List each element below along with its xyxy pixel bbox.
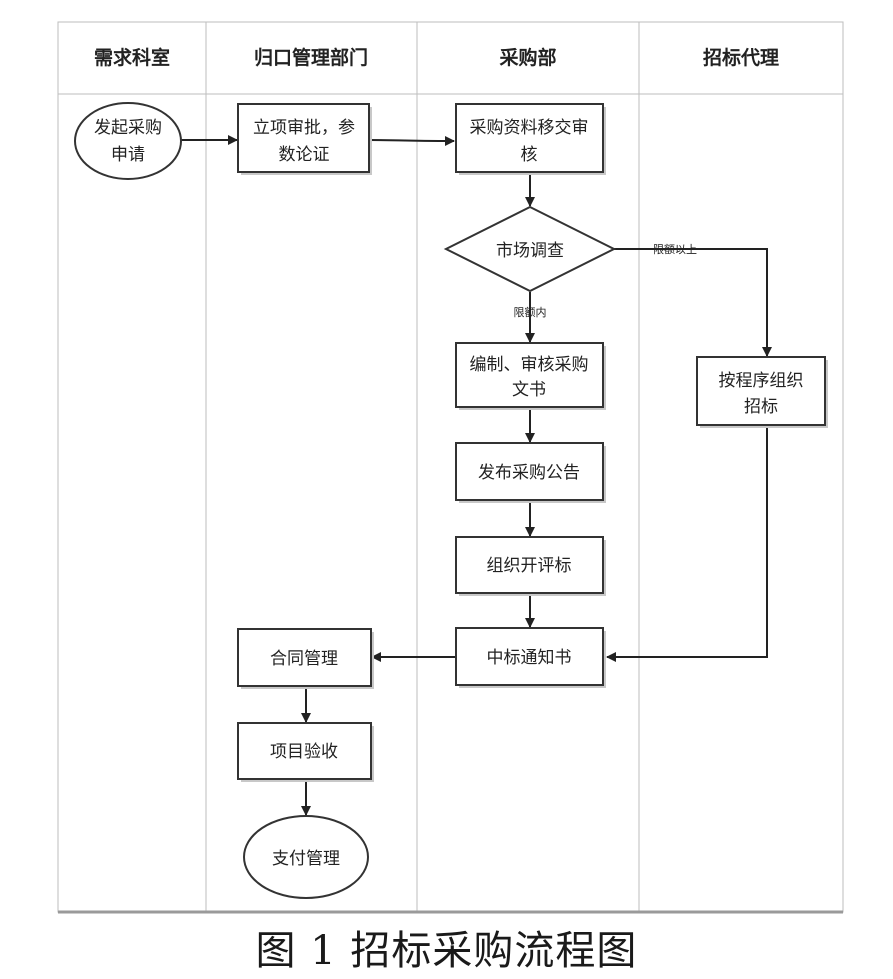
node-compile-documents: 编制、审核采购 文书 (455, 342, 606, 410)
svg-text:市场调查: 市场调查 (496, 241, 564, 261)
svg-text:中标通知书: 中标通知书 (487, 648, 572, 668)
svg-text:数论证: 数论证 (279, 145, 330, 165)
node-contract-management: 合同管理 (237, 628, 374, 689)
svg-text:立项审批，参: 立项审批，参 (253, 118, 355, 138)
svg-text:核: 核 (521, 145, 538, 165)
edge-survey-to-tender (614, 248, 772, 357)
svg-text:申请: 申请 (111, 145, 145, 165)
svg-text:招标: 招标 (744, 397, 778, 417)
node-material-transfer: 采购资料移交审 核 (455, 103, 606, 175)
lane-header-procurement-dept: 采购部 (499, 46, 556, 69)
figure-caption: 图 1 招标采购流程图 (255, 928, 638, 974)
node-project-acceptance: 项目验收 (237, 722, 374, 782)
svg-text:项目验收: 项目验收 (270, 742, 338, 762)
lane-header-management-dept: 归口管理部门 (254, 46, 368, 69)
svg-text:编制、审核采购: 编制、审核采购 (470, 355, 589, 375)
svg-text:支付管理: 支付管理 (272, 849, 340, 869)
svg-text:合同管理: 合同管理 (270, 649, 338, 669)
svg-text:发布采购公告: 发布采购公告 (478, 463, 580, 483)
svg-text:文书: 文书 (512, 380, 546, 400)
edge-label-within-limit: 限额内 (514, 305, 547, 319)
flowchart: 需求科室 归口管理部门 采购部 招标代理 限额以上 限额内 发起采购 申请 立项… (57, 21, 844, 914)
node-payment-management: 支付管理 (243, 815, 369, 899)
edge-label-above-limit: 限额以上 (653, 243, 697, 256)
node-bid-evaluation: 组织开评标 (455, 536, 606, 596)
svg-text:采购资料移交审: 采购资料移交审 (470, 118, 589, 138)
swimlane-grid (57, 21, 844, 914)
node-award-notice: 中标通知书 (455, 627, 606, 688)
node-publish-announcement: 发布采购公告 (455, 442, 606, 503)
node-start-request: 发起采购 申请 (74, 102, 182, 180)
node-project-approval: 立项审批，参 数论证 (237, 103, 372, 175)
edge-approve-to-transfer (368, 135, 455, 146)
connectors (181, 135, 772, 816)
svg-text:发起采购: 发起采购 (94, 118, 162, 138)
svg-text:组织开评标: 组织开评标 (487, 556, 572, 576)
svg-text:按程序组织: 按程序组织 (719, 371, 804, 391)
lane-header-requesting-dept: 需求科室 (94, 46, 170, 69)
lane-header-tender-agent: 招标代理 (703, 46, 779, 69)
edge-tender-to-notice (606, 425, 768, 662)
node-market-survey: 市场调查 (443, 205, 617, 293)
node-organize-tender: 按程序组织 招标 (696, 356, 828, 428)
